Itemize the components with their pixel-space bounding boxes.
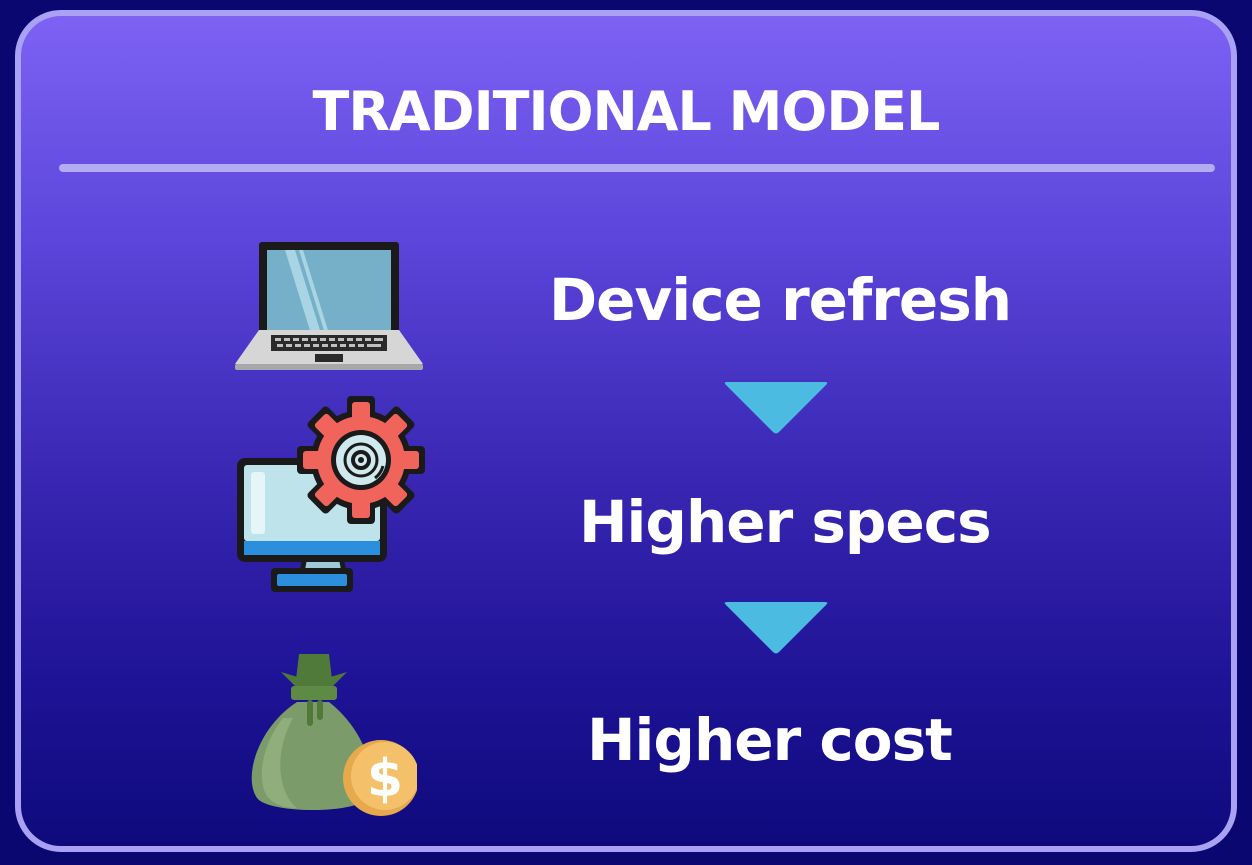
step-device-refresh: Device refresh (549, 266, 1012, 334)
down-arrow-icon (724, 382, 828, 434)
step-higher-cost: Higher cost (587, 706, 953, 774)
laptop-icon (235, 242, 423, 370)
traditional-model-card: TRADITIONAL MODEL (15, 10, 1237, 852)
title-divider (59, 164, 1215, 172)
down-arrow-icon (724, 602, 828, 654)
monitor-settings-icon (237, 396, 425, 592)
svg-text:$: $ (367, 749, 403, 809)
step-higher-specs: Higher specs (579, 488, 992, 556)
money-bag-icon: $ (251, 654, 417, 816)
card-title: TRADITIONAL MODEL (312, 80, 941, 143)
